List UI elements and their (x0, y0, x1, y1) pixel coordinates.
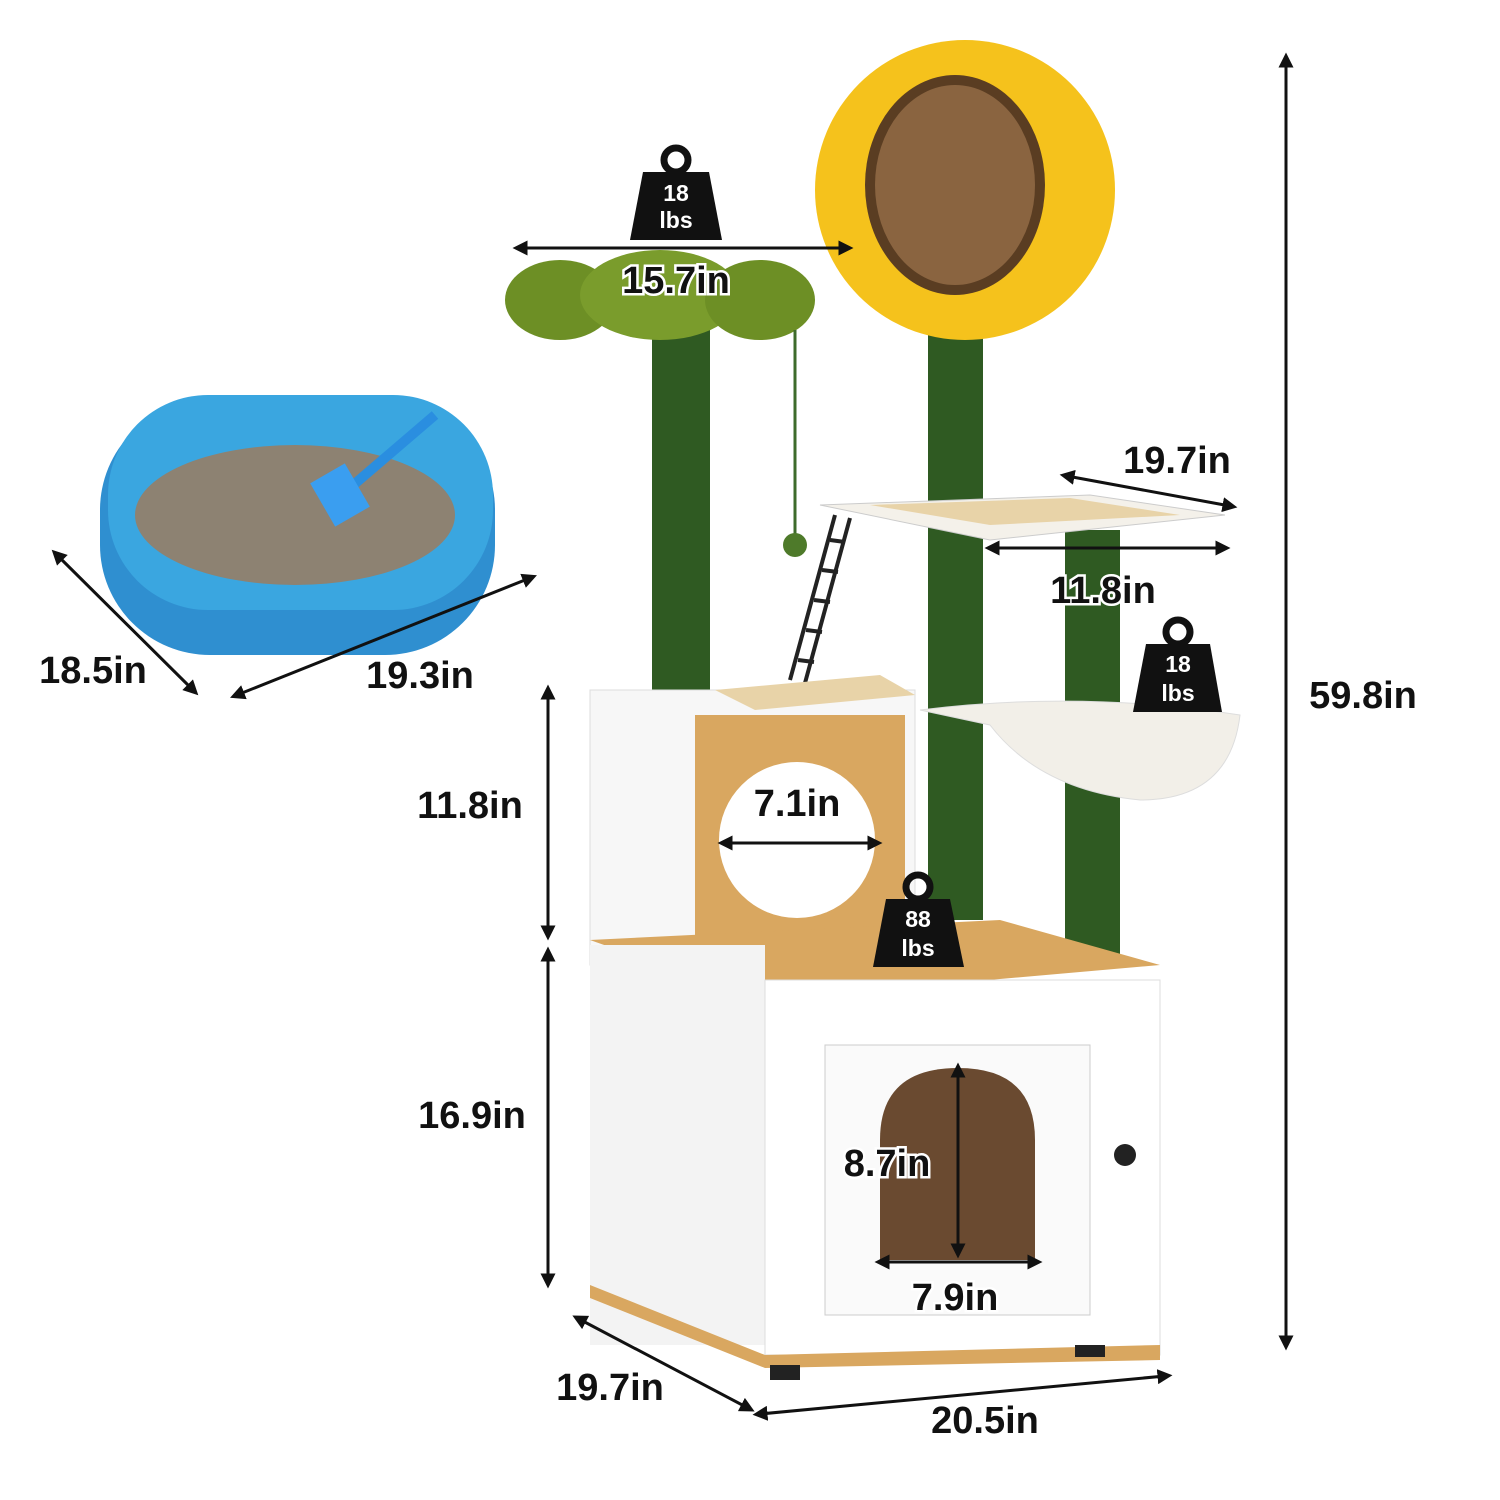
label-top-platform-width: 15.7in (622, 260, 730, 302)
label-shelf-width: 11.8in (1050, 570, 1156, 612)
label-litter-depth: 18.5in (39, 650, 147, 692)
left-post (652, 320, 710, 700)
svg-text:18: 18 (1165, 651, 1191, 677)
hammock (919, 700, 1241, 801)
weight-badge-cabinet: 88 lbs (873, 871, 964, 967)
ladder (788, 514, 852, 684)
label-door-height: 8.7in (844, 1143, 931, 1185)
svg-text:88: 88 (905, 906, 931, 932)
label-base-depth: 19.7in (556, 1367, 664, 1409)
label-total-height: 59.8in (1309, 675, 1417, 717)
weight-badge-top: 18 lbs (630, 144, 722, 240)
toy-ball (783, 533, 807, 557)
door-knob[interactable] (1114, 1144, 1136, 1166)
center-post (928, 270, 983, 920)
weight-badge-hammock: 18 lbs (1133, 616, 1222, 712)
cloud-platform (505, 250, 815, 340)
label-base-width: 20.5in (931, 1400, 1039, 1442)
label-hole-diameter: 7.1in (754, 783, 841, 825)
label-door-width: 7.9in (912, 1277, 999, 1319)
svg-text:lbs: lbs (1161, 680, 1194, 706)
label-litter-width: 19.3in (366, 655, 474, 697)
svg-text:18: 18 (663, 180, 689, 206)
litter-box (100, 395, 495, 655)
dimension-arrows (51, 52, 1294, 1421)
label-cabinet-height: 16.9in (418, 1095, 526, 1137)
label-upper-box-height: 11.8in (417, 785, 523, 827)
svg-text:lbs: lbs (659, 207, 692, 233)
cat-tree (505, 40, 1241, 1380)
label-shelf-depth: 19.7in (1123, 440, 1231, 482)
sunflower-scratcher (815, 40, 1115, 340)
svg-text:lbs: lbs (901, 935, 934, 961)
